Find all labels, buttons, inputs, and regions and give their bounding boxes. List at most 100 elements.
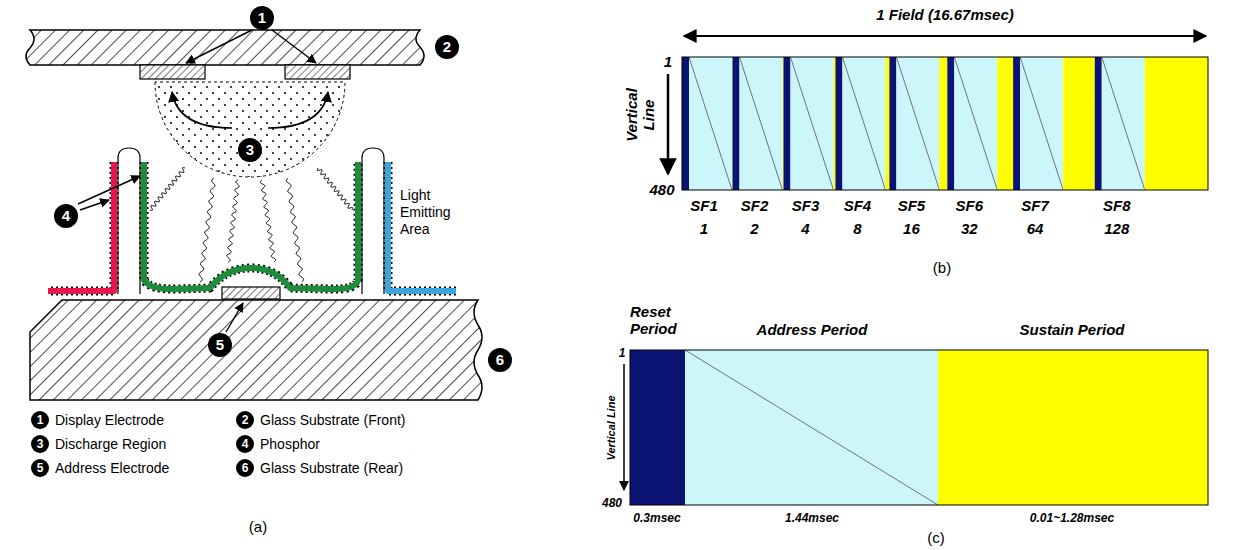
panel-label: (a) [249,518,267,535]
emission-wave [150,168,185,211]
sustain-bar [885,57,889,190]
light-arrow [172,92,232,128]
emission-waves [150,168,353,282]
duration: 0.01~1.28msec [1030,512,1114,526]
address-bar [1102,57,1145,190]
emission-wave [317,168,353,210]
duration: 1.44msec [785,512,839,526]
subfield-weight: 64 [1027,220,1044,237]
scan-line [896,57,939,190]
front-glass [26,30,424,65]
axis-tick: 1 [664,53,672,70]
period-name: Reset Period [630,303,690,338]
legend-number: 3 [31,435,49,453]
duration: 0.3msec [633,512,680,526]
period-name: Address Period [757,321,868,338]
subfield-name: SF7 [1021,197,1049,214]
scan-arrow [667,74,670,174]
axis-label: Vertical Line [605,395,618,460]
sustain-bar [1063,57,1095,190]
reset-bar [682,57,689,190]
scan-line [739,57,782,190]
emission-wave [199,178,215,282]
emission-wave [286,178,303,282]
callout-number: 6 [488,348,512,372]
sustain-bar [833,57,835,190]
address-bar [1020,57,1063,190]
leader-line [186,30,252,63]
callout-number: 3 [238,138,262,162]
subfield-name: SF5 [898,197,926,214]
sustain-bar [997,57,1013,190]
reset-bar [630,350,685,505]
scan-line [689,57,732,190]
subfield-weight: 4 [801,220,809,237]
panel-label: (b) [933,259,951,276]
pdp-cell [26,30,482,400]
area-note: Light Emitting Area [400,187,470,237]
address-bar [689,57,732,190]
subfield-name: SF4 [844,197,872,214]
axis-tick: 480 [602,497,622,511]
scan-line [790,57,833,190]
reset-bar [835,57,842,190]
scan-line [954,57,997,190]
address-electrode [222,287,280,299]
discharge-region [155,82,345,177]
legend-number: 1 [31,411,49,429]
barrier-rib [118,148,140,294]
subfield-weight: 1 [700,220,708,237]
field-title: 1 Field (16.67msec) [876,6,1014,23]
phosphor-edge [48,162,114,291]
callout-number: 2 [435,35,459,59]
subfield-name: SF1 [690,197,718,214]
subfield-weight: 8 [853,220,861,237]
reset-bar [947,57,954,190]
reset-bar [783,57,790,190]
reset-bar [1013,57,1020,190]
sustain-bar [1145,57,1208,190]
scan-line [1102,57,1145,190]
display-electrode [140,65,205,79]
sustain-bar [939,57,947,190]
scan-line [685,350,938,505]
display-electrode [285,65,350,79]
rear-glass [30,300,482,400]
chart-frame [630,350,1208,505]
callout-number: 4 [54,204,78,228]
address-bar [685,350,938,505]
green-phosphor [144,162,358,289]
address-bar [790,57,833,190]
subfield-weight: 32 [961,220,978,237]
callout-number: 1 [250,6,274,30]
chart-frame [682,57,1208,190]
subfield-weight: 2 [750,220,758,237]
legend-text: Discharge Region [55,436,166,452]
light-arrow [268,92,328,128]
leader-line [78,176,140,204]
subfield-name: SF6 [956,197,984,214]
legend-text: Display Electrode [55,412,164,428]
panel-label: (c) [927,529,945,546]
reset-bar [889,57,896,190]
leader-line [226,303,243,332]
address-bar [896,57,939,190]
emission-wave [260,180,275,262]
callout-number: 5 [208,333,232,357]
scan-line [842,57,885,190]
scan-arrow [623,364,625,490]
address-bar [842,57,885,190]
legend-text: Glass Substrate (Front) [260,412,406,428]
legend-number: 6 [236,459,254,477]
emission-wave [227,180,239,262]
legend-text: Glass Substrate (Rear) [260,460,403,476]
subfield-name: SF8 [1103,197,1131,214]
address-bar [739,57,782,190]
subfield-detail-chart [624,350,1208,505]
reset-bar [1095,57,1102,190]
red-phosphor [48,162,114,291]
sustain-bar [938,350,1208,505]
address-bar [954,57,997,190]
subfield-weight: 128 [1104,220,1129,237]
